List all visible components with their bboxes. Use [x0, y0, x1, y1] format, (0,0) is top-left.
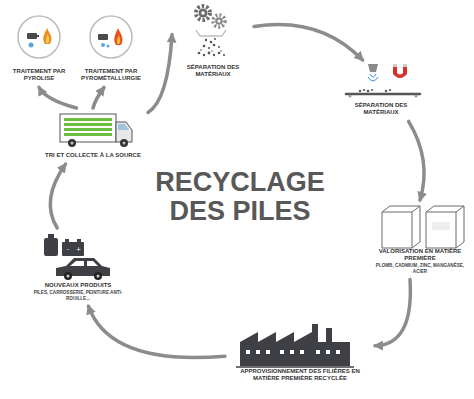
- step-label: NOUVEAUX PRODUITS: [28, 282, 128, 289]
- process-step: NOUVEAUX PRODUITSPILES, CARROSSERIE, PEI…: [26, 228, 130, 306]
- step-label: TRAITEMENT PAR PYROMÉTALLURGIE: [78, 68, 144, 82]
- process-step: TRI ET COLLECTE À LA SOURCE: [38, 108, 148, 164]
- process-step: TRAITEMENT PAR PYROLISE: [6, 12, 72, 87]
- factory-icon: [236, 324, 354, 367]
- step-label: SÉPARATION DES MATÉRIAUX: [337, 102, 425, 116]
- big-bags-icon: [382, 206, 464, 248]
- svg-text:+: +: [76, 245, 81, 252]
- flow-arrow: [409, 121, 424, 200]
- flow-arrow: [148, 35, 172, 113]
- step-label: TRAITEMENT PAR PYROLISE: [8, 68, 70, 82]
- step-label: SÉPARATION DES MATÉRIAUX: [174, 64, 252, 78]
- step-label: APPROVISIONNEMENT DES FILIÈRES EN MATIÈR…: [227, 368, 373, 382]
- step-detail: PLOMB, CADMIUM, ZINC, MANGANÈSE, ACIER: [372, 263, 468, 274]
- step-label: TRI ET COLLECTE À LA SOURCE: [40, 152, 146, 159]
- diagram-title: RECYCLAGE DES PILES: [142, 168, 338, 226]
- pyrometallurgy-icon: [90, 16, 132, 58]
- process-step: SÉPARATION DES MATÉRIAUX: [335, 60, 427, 121]
- gears-icon: [196, 6, 226, 56]
- flow-arrow: [254, 24, 363, 60]
- pyrolysis-icon: [18, 16, 60, 58]
- flow-arrow: [39, 87, 77, 108]
- process-step: TRAITEMENT PAR PYROMÉTALLURGIE: [76, 12, 146, 87]
- step-label: VALORISATION EN MATIÈRE PREMIÈRE: [372, 248, 468, 262]
- process-step: APPROVISIONNEMENT DES FILIÈRES EN MATIÈR…: [225, 318, 375, 387]
- flow-arrow: [88, 306, 225, 357]
- flow-arrow: [375, 279, 410, 345]
- process-step: SÉPARATION DES MATÉRIAUX: [172, 2, 254, 83]
- truck-icon: [60, 114, 132, 147]
- products-icon: - +: [44, 234, 110, 280]
- step-detail: PILES, CARROSSERIE, PEINTURE ANTI-ROUILL…: [28, 290, 128, 301]
- flow-arrow: [50, 164, 65, 228]
- svg-text:-: -: [67, 245, 69, 252]
- sorting-icon: [346, 64, 420, 98]
- flow-arrow: [93, 87, 104, 108]
- process-step: VALORISATION EN MATIÈRE PREMIÈREPLOMB, C…: [370, 200, 470, 279]
